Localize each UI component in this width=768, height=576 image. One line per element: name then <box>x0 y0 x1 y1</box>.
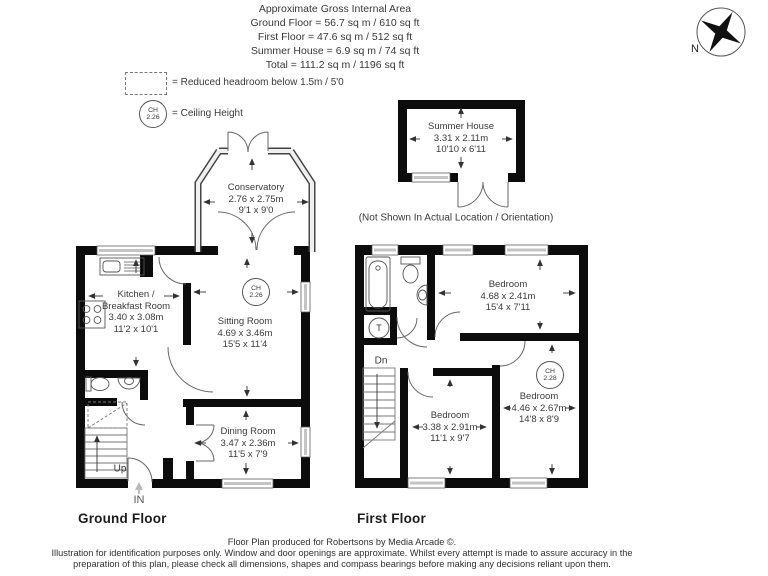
room-size-imperial: 11'1 x 9'7 <box>430 432 470 444</box>
toilet-icon-ff <box>400 256 421 284</box>
page-title: Approximate Gross Internal Area <box>258 3 412 15</box>
ceiling-height-legend: = Ceiling Height <box>172 108 243 119</box>
room-size-imperial: 15'4 x 7'11 <box>485 301 531 313</box>
bedroom-top-label: Bedroom 4.68 x 2.41m 15'4 x 7'11 <box>481 279 536 314</box>
stairs-first-floor <box>362 367 396 449</box>
room-size-imperial: 11'5 x 7'9 <box>228 448 268 460</box>
reduced-headroom-swatch <box>125 72 167 95</box>
entrance-label: IN <box>133 494 145 506</box>
ch-abbr: CH <box>251 284 261 292</box>
room-size-metric: 3.38 x 2.91m <box>422 421 478 433</box>
toilet-icon-gf <box>85 376 110 392</box>
kitchen-label: Kitchen / Breakfast Room 3.40 x 3.08m 11… <box>102 289 170 335</box>
stairs-ground-floor <box>84 401 128 479</box>
ceiling-height-badge-legend: CH 2.26 <box>139 100 167 128</box>
door-arcs <box>121 131 526 483</box>
stairs-down-label: Dn <box>374 355 388 367</box>
stairs-up-label: Up <box>113 463 127 475</box>
room-name: Kitchen / <box>117 289 155 300</box>
room-size-metric: 3.47 x 2.36m <box>220 437 276 449</box>
bedroom-right-label: Bedroom 4.46 x 2.67m 14'8 x 8'9 <box>512 391 567 426</box>
compass-north-label: N <box>691 43 699 55</box>
tank-label: T <box>376 323 382 333</box>
header-area: Approximate Gross Internal Area Ground F… <box>251 2 420 72</box>
tank-circle <box>368 317 390 339</box>
reduced-headroom-legend: = Reduced headroom below 1.5m / 5'0 <box>172 77 344 88</box>
ch-value: 2.26 <box>249 292 263 299</box>
room-size-imperial: 14'8 x 8'9 <box>518 413 560 425</box>
first-floor-walls <box>355 245 588 488</box>
kitchen-sink-icon <box>99 257 145 276</box>
room-name: Conservatory <box>227 181 285 193</box>
room-name: Dining Room <box>220 425 276 437</box>
ceiling-height-badge-sitting: CH 2.26 <box>242 278 270 306</box>
room-size-metric: 4.69 x 3.46m <box>217 327 273 339</box>
footer-disclaimer-2: preparation of this plan, please check a… <box>73 559 611 569</box>
room-name: Bedroom <box>519 390 559 402</box>
hob-icon <box>78 300 106 329</box>
room-size-metric: 4.68 x 2.41m <box>480 290 536 302</box>
room-size-imperial: 15'5 x 11'4 <box>222 338 268 350</box>
summer-house-walls <box>398 100 525 182</box>
footer-area: Floor Plan produced for Robertsons by Me… <box>52 537 633 570</box>
ch-abbr: CH <box>545 367 555 375</box>
bath-icon <box>365 256 391 312</box>
room-name: Bedroom <box>430 409 470 421</box>
room-size-metric: 3.40 x 3.08m <box>108 312 164 323</box>
room-size-imperial: 11'2 x 10'1 <box>113 323 159 335</box>
room-name-2: Breakfast Room <box>101 300 171 312</box>
ground-floor-area: Ground Floor = 56.7 sq m / 610 sq ft <box>250 17 420 29</box>
total-area: Total = 111.2 sq m / 1196 sq ft <box>265 59 405 71</box>
windows <box>96 172 549 489</box>
conservatory-label: Conservatory 2.76 x 2.75m 9'1 x 9'0 <box>228 182 285 217</box>
room-name: Bedroom <box>488 278 528 290</box>
basin-icon-ff <box>416 284 428 306</box>
footer-credit: Floor Plan produced for Robertsons by Me… <box>227 537 457 547</box>
ch-value: 2.26 <box>146 114 160 121</box>
first-floor-title: First Floor <box>357 511 426 526</box>
conservatory-glazing <box>194 147 316 252</box>
first-floor-area: First Floor = 47.6 sq m / 512 sq ft <box>257 31 413 43</box>
bedroom-middle-label: Bedroom 3.38 x 2.91m 11'1 x 9'7 <box>423 410 478 445</box>
room-name: Summer House <box>428 120 494 132</box>
summer-house-note: (Not Shown In Actual Location / Orientat… <box>358 212 554 224</box>
room-size-imperial: 10'10 x 6'11 <box>436 143 486 155</box>
room-size-metric: 3.31 x 2.11m <box>433 132 489 144</box>
footer-disclaimer-1: Illustration for identification purposes… <box>51 548 633 558</box>
room-size-imperial: 9'1 x 9'0 <box>238 204 274 216</box>
dimension-arrows <box>88 107 576 475</box>
compass-icon <box>696 7 746 57</box>
room-name: Sitting Room <box>217 315 273 327</box>
ceiling-height-badge-bedroom: CH 2.28 <box>536 361 564 389</box>
dining-room-label: Dining Room 3.47 x 2.36m 11'5 x 7'9 <box>221 426 276 461</box>
summer-house-label: Summer House 3.31 x 2.11m 10'10 x 6'11 <box>428 121 494 156</box>
ch-value: 2.28 <box>543 375 557 382</box>
ch-abbr: CH <box>148 106 158 114</box>
ceiling-height-circles <box>139 100 564 389</box>
room-size-metric: 4.46 x 2.67m <box>511 402 567 414</box>
room-size-metric: 2.76 x 2.75m <box>228 193 284 205</box>
ground-floor-walls <box>76 246 310 488</box>
sitting-room-label: Sitting Room 4.69 x 3.46m 15'5 x 11'4 <box>218 316 273 351</box>
basin-icon-gf <box>117 377 141 390</box>
summer-house-area: Summer House = 6.9 sq m / 74 sq ft <box>250 45 420 57</box>
ground-floor-title: Ground Floor <box>78 511 167 526</box>
